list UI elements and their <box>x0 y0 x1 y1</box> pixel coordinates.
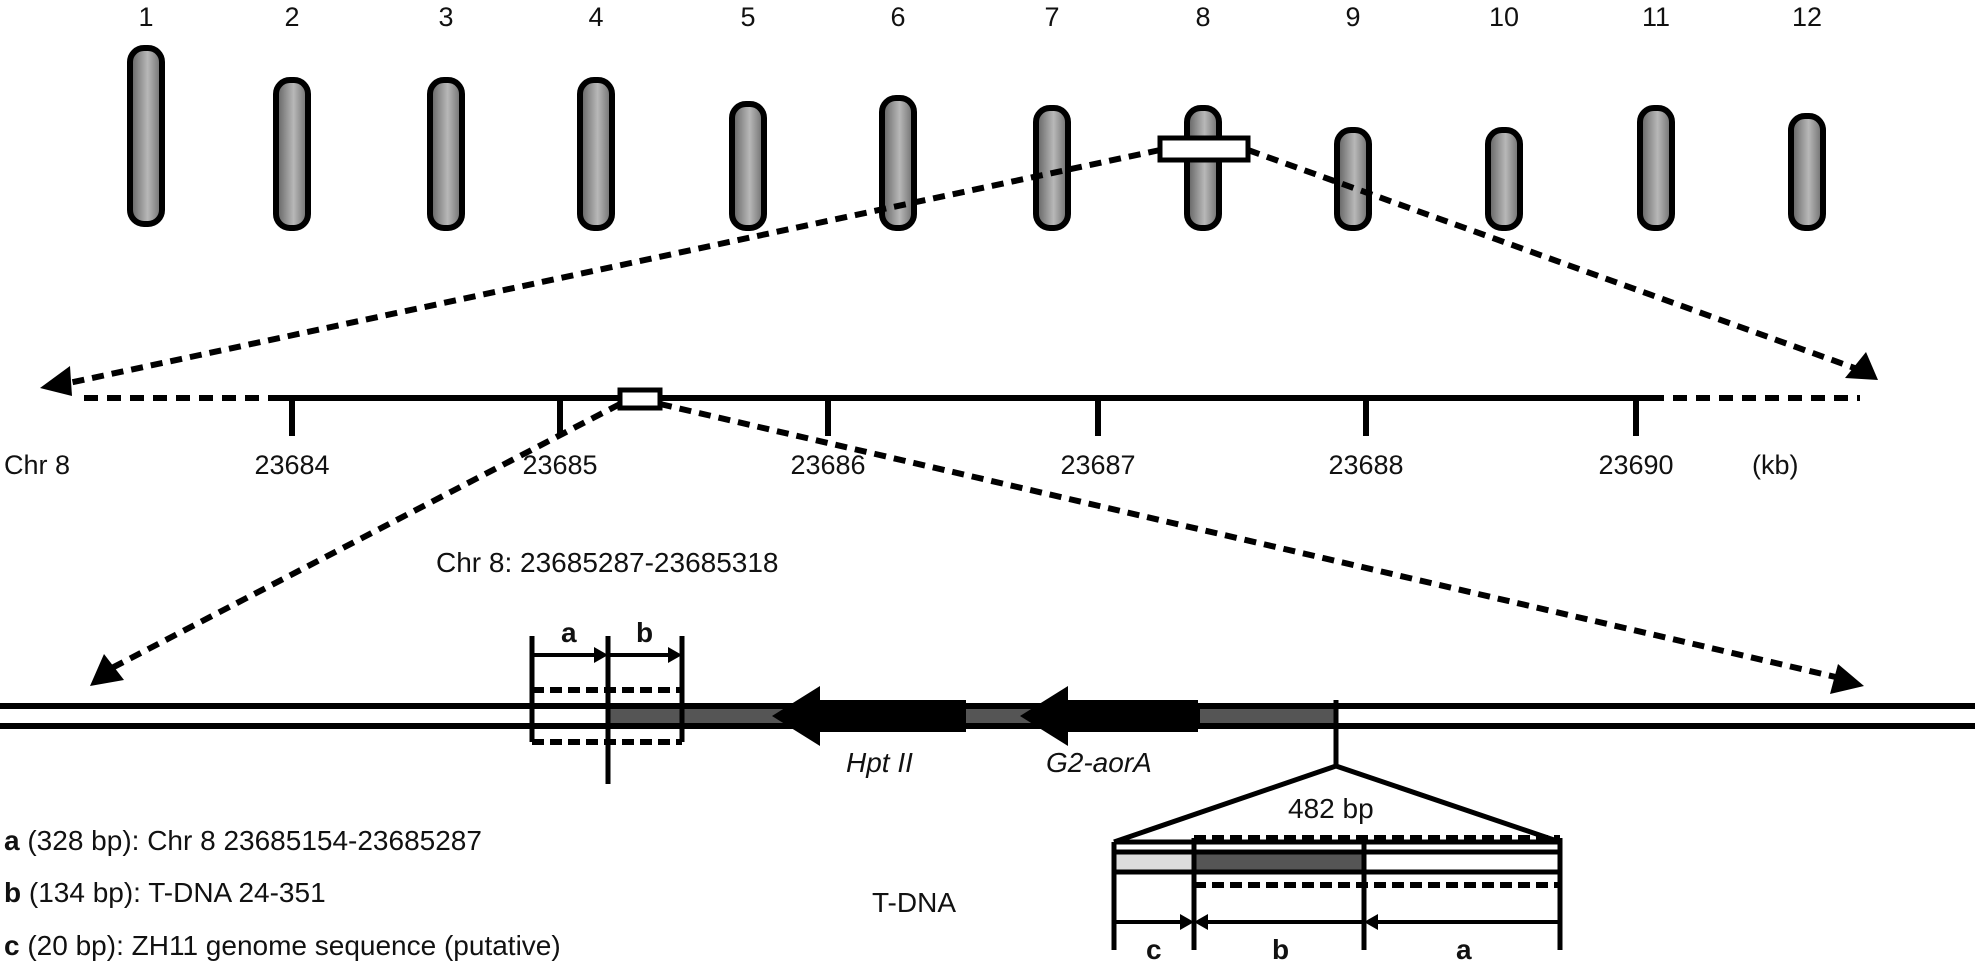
chromosome-9 <box>1334 127 1372 231</box>
fragment-b-arrowhead-detail <box>1194 914 1208 930</box>
fragment-c-label: c <box>1146 934 1162 965</box>
fragment-a-label-left: a <box>561 617 577 648</box>
chromosome-6 <box>879 95 917 231</box>
arrowhead-right-top <box>1845 352 1878 380</box>
chromosome-label-8: 8 <box>1195 2 1210 32</box>
fragment-b-label: b <box>1272 934 1289 965</box>
chromosome-label-12: 12 <box>1792 2 1822 32</box>
fragment-a-arrowhead-detail <box>1364 914 1378 930</box>
zoom-lines-top <box>63 147 1862 387</box>
arrowhead-left-top <box>40 366 72 396</box>
insert-detail-track <box>1111 835 1563 950</box>
legend-text-c: (20 bp): ZH11 genome sequence (putative) <box>20 930 561 961</box>
chromosome-11 <box>1637 105 1675 231</box>
legend-item-c: c (20 bp): ZH11 genome sequence (putativ… <box>4 930 561 961</box>
map-tick-label-23685: 23685 <box>522 450 597 480</box>
fragment-a-label: a <box>1456 934 1472 965</box>
chromosome-label-7: 7 <box>1044 2 1059 32</box>
unit-label: (kb) <box>1752 450 1799 480</box>
chromosome-label-1: 1 <box>138 2 153 32</box>
chromosome-label-6: 6 <box>890 2 905 32</box>
gene-label-g2: G2-aorA <box>1046 747 1152 778</box>
chromosome-8 <box>1184 105 1222 231</box>
region-label: Chr 8: 23685287-23685318 <box>436 547 779 578</box>
g2-aora-gene-arrow <box>1020 686 1198 746</box>
legend-key-a: a <box>4 825 20 856</box>
chr8-zoom-box <box>1157 135 1251 163</box>
legend-item-a: a (328 bp): Chr 8 23685154-23685287 <box>4 825 482 856</box>
chromosome-label-9: 9 <box>1345 2 1360 32</box>
map-tick-label-23688: 23688 <box>1328 450 1403 480</box>
insert-magnification <box>1113 763 1561 845</box>
tdna-label: T-DNA <box>872 887 956 918</box>
fragment-b-arrowhead <box>668 647 682 663</box>
gene-label-hpt: Hpt II <box>846 747 913 778</box>
chromosome-10 <box>1485 127 1523 231</box>
chromosome-1 <box>127 45 165 227</box>
chromosome-label-2: 2 <box>284 2 299 32</box>
chr-label: Chr 8 <box>4 450 70 480</box>
left-junction-detail <box>529 636 685 784</box>
chromosome-5 <box>729 101 767 231</box>
fragment-c-arrowhead <box>1180 914 1194 930</box>
map-zoom-box <box>617 387 663 411</box>
zoom-lines-bottom <box>106 401 1841 681</box>
insert-size-label: 482 bp <box>1288 793 1374 824</box>
chromosome-7 <box>1033 105 1071 231</box>
map-ticks: 23684 23685 23686 23687 23688 23690 <box>254 398 1674 480</box>
chromosome-3 <box>427 77 465 231</box>
map-tick-label-23690: 23690 <box>1598 450 1673 480</box>
arrowhead-left-bottom <box>90 654 124 686</box>
chromosome-label-3: 3 <box>438 2 453 32</box>
chromosome-label-4: 4 <box>588 2 603 32</box>
chromosome-12 <box>1788 113 1826 231</box>
chromosome-label-5: 5 <box>740 2 755 32</box>
chromosome-2 <box>273 77 311 231</box>
legend-item-b: b (134 bp): T-DNA 24-351 <box>4 877 326 908</box>
legend-key-c: c <box>4 930 20 961</box>
chromosome-label-10: 10 <box>1489 2 1519 32</box>
map-tick-label-23684: 23684 <box>254 450 329 480</box>
chr8-map: 23684 23685 23686 23687 23688 23690 <box>84 395 1860 480</box>
legend-key-b: b <box>4 877 21 908</box>
legend-text-b: (134 bp): T-DNA 24-351 <box>21 877 326 908</box>
arrowhead-right-bottom <box>1830 664 1864 694</box>
tdna-insert <box>610 709 1336 723</box>
hpt-ii-gene-arrow <box>772 686 966 746</box>
chromosome-4 <box>577 77 615 231</box>
chromosome-label-11: 11 <box>1642 2 1670 32</box>
map-tick-label-23687: 23687 <box>1060 450 1135 480</box>
legend-text-a: (328 bp): Chr 8 23685154-23685287 <box>20 825 482 856</box>
fragment-legend: a (328 bp): Chr 8 23685154-23685287 b (1… <box>4 825 561 961</box>
fragment-b-label-left: b <box>636 617 653 648</box>
map-tick-label-23686: 23686 <box>790 450 865 480</box>
construct-track <box>0 686 1975 768</box>
fragment-a-arrowhead <box>594 647 608 663</box>
